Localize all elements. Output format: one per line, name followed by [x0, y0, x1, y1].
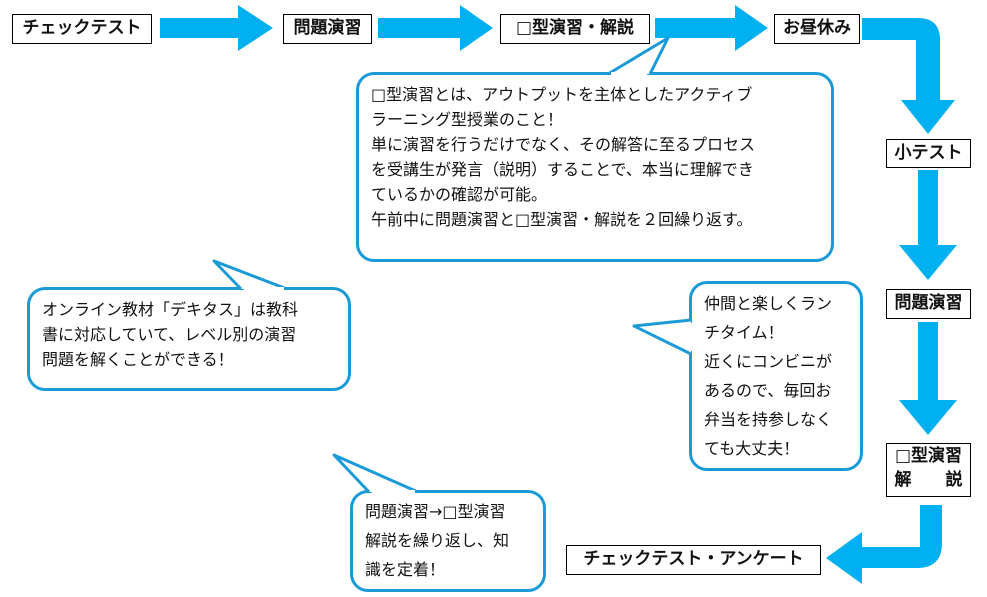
- step-small-test: 小テスト: [886, 139, 971, 168]
- bubble-kata-line: 午前中に問題演習と□型演習・解説を２回繰り返す。: [371, 210, 753, 229]
- bubble-repeat: 問題演習→□型演習 解説を繰り返し、知 識を定着！: [350, 490, 546, 592]
- bubble-repeat-line: 識を定着！: [365, 560, 446, 579]
- bubble-online-line: オンライン教材「デキタス」は教科: [42, 300, 299, 319]
- step-kaisetsu-line2: 解 説: [894, 470, 963, 490]
- step-kata-enshu-line1: □型演習: [894, 446, 963, 466]
- step-check-test: チェックテスト: [12, 14, 152, 44]
- bubble-kata-line: ているかの確認が可能。: [371, 185, 548, 204]
- step-mondai-enshu-2: 問題演習: [886, 289, 971, 319]
- arrow-elbow-left: [826, 505, 942, 584]
- bubble-lunch-line: 仲間と楽しくラン: [704, 294, 833, 313]
- bubble-kata-explanation: □型演習とは、アウトプットを主体としたアクティブ ラーニング型授業のこと！ 単に…: [356, 72, 834, 262]
- tail-online: [212, 259, 288, 291]
- bubble-kata-line: □型演習とは、アウトプットを主体としたアクティブ: [371, 85, 753, 104]
- bubble-kata-line: を受講生が発言（説明）することで、本当に理解でき: [371, 160, 754, 179]
- step-kata-enshu-kaisetsu: □型演習 解 説: [886, 443, 971, 497]
- bubble-kata-line: 単に演習を行うだけでなく、その解答に至るプロセス: [371, 135, 756, 154]
- step-mondai-enshu: 問題演習: [283, 14, 372, 44]
- bubble-lunch-line: あるので、毎回お: [704, 381, 832, 400]
- step-lunch: お昼休み: [774, 14, 860, 44]
- tail-kata: [607, 36, 670, 76]
- bubble-lunch-line: チタイム！: [704, 323, 784, 342]
- bubble-lunch-line: ても大丈夫！: [704, 439, 800, 458]
- arrow-right-1: [160, 5, 273, 51]
- bubble-repeat-line: 解説を繰り返し、知: [365, 531, 510, 550]
- bubble-kata-line: ラーニング型授業のこと！: [371, 110, 564, 129]
- bubble-repeat-line: 問題演習→□型演習: [365, 502, 506, 521]
- arrow-right-2: [378, 5, 493, 51]
- arrow-down-2: [899, 322, 957, 435]
- bubble-lunch-line: 近くにコンビニが: [704, 352, 833, 371]
- bubble-online-material: オンライン教材「デキタス」は教科 書に対応していて、レベル別の演習 問題を解くこ…: [27, 287, 351, 391]
- arrow-elbow-down: [862, 18, 955, 134]
- step-final-check-survey: チェックテスト・アンケート: [566, 545, 821, 575]
- step-kata-enshu: □型演習・解説: [500, 14, 650, 44]
- bubble-online-line: 書に対応していて、レベル別の演習: [42, 325, 297, 344]
- tail-repeat: [332, 453, 419, 494]
- arrow-down-1: [899, 170, 957, 280]
- bubble-lunch-line: 弁当を持参しなく: [704, 410, 833, 429]
- bubble-lunch: 仲間と楽しくラン チタイム！ 近くにコンビニが あるので、毎回お 弁当を持参しな…: [689, 281, 863, 471]
- arrow-right-3: [655, 5, 768, 51]
- bubble-online-line: 問題を解くことができる！: [42, 350, 234, 369]
- tail-lunch: [632, 318, 692, 356]
